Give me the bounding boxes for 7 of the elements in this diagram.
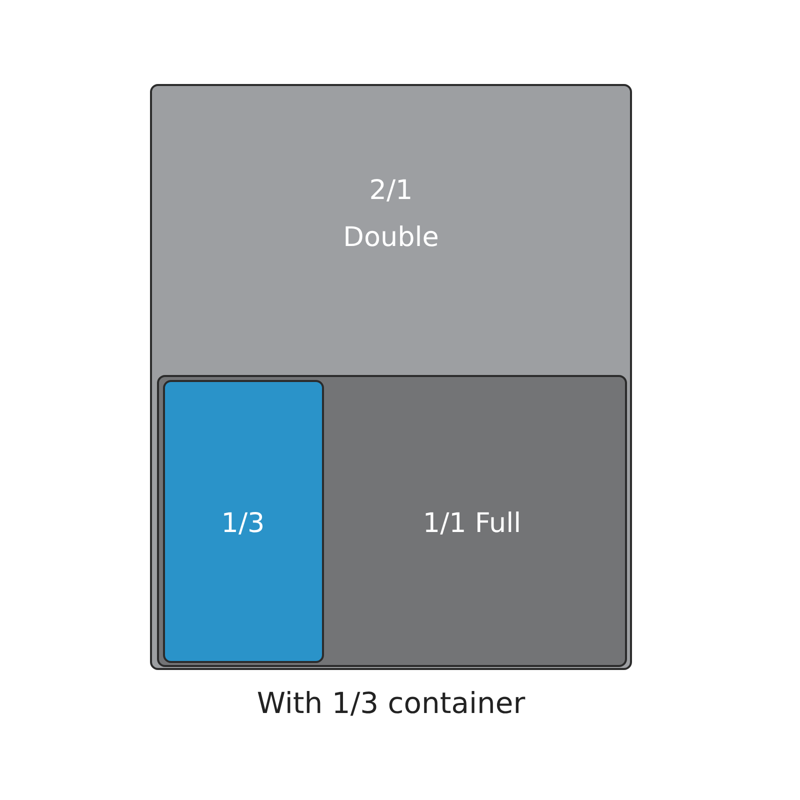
container-box: [163, 380, 324, 663]
size-label: 2/1 Double: [342, 174, 440, 255]
caption: With 1/3 container: [256, 686, 526, 720]
tray-box: [150, 84, 632, 670]
tray-box: [157, 375, 627, 667]
size-label: 1/1 Full: [422, 506, 522, 540]
size-label: 1/3: [220, 506, 266, 540]
